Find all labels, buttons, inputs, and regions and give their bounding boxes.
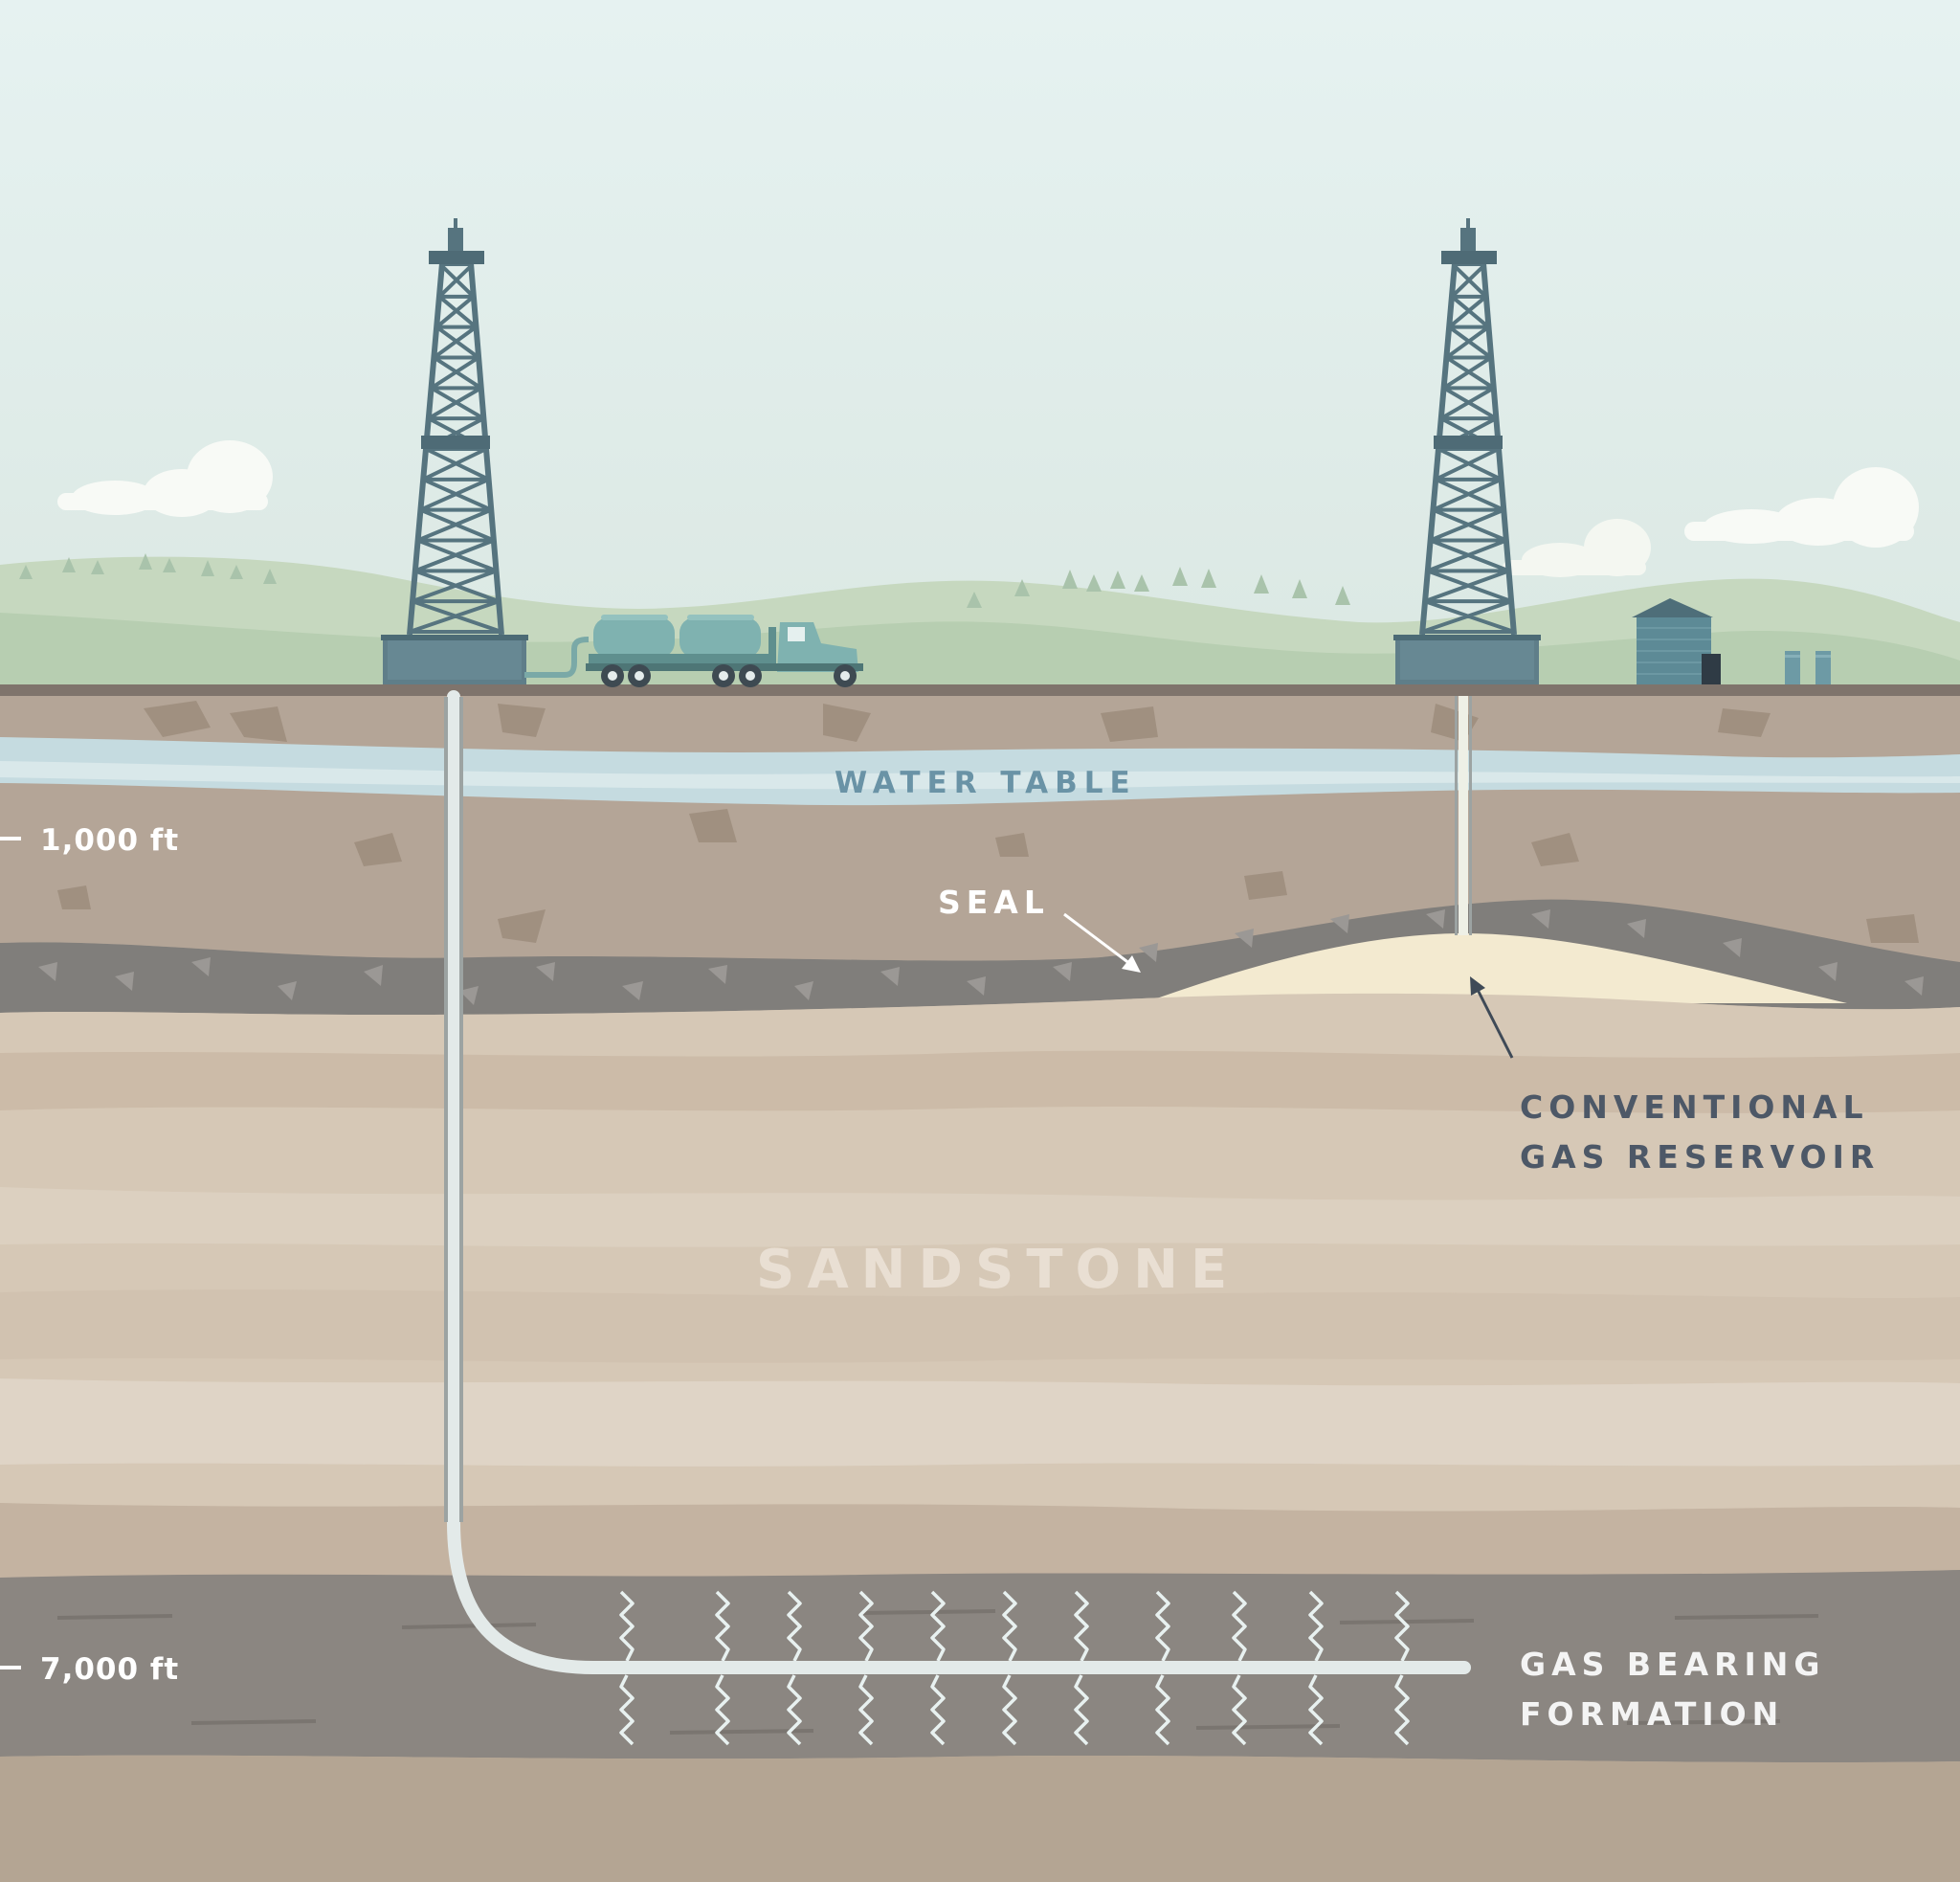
fracture-up [715,1590,730,1662]
sandstone-label: SANDSTONE [756,1239,1239,1301]
horizontal-well-pipe [447,690,1471,1674]
supply-hose [524,637,590,678]
sandstone-band-4 [0,1378,1960,1467]
tanker-truck [586,615,863,687]
ground-surface [0,684,1960,696]
gas-bearing-label-line2: FORMATION [1520,1695,1784,1733]
topsoil-speckles [57,701,1919,943]
cloud-right-top [1684,467,1919,548]
sandstone-band-5 [0,1503,1960,1580]
fracture-down [715,1674,730,1746]
fracture-down [787,1674,802,1746]
sandstone-band-2 [0,1187,1960,1247]
tree-line-left [19,553,277,584]
fracture-down [1074,1674,1089,1746]
depth-label-lower: 7,000 ft [40,1652,179,1687]
gas-bearing-label-line1: GAS BEARING [1520,1646,1826,1683]
fracture-down [930,1674,946,1746]
drilling-rig-left [381,218,528,684]
seal-arrow-head [1122,955,1141,973]
seal-arrow-line [1063,912,1135,969]
fracture-up [858,1590,874,1662]
drilling-rig-right [1393,218,1541,684]
fracture-up [619,1590,635,1662]
cloud-left [57,440,273,517]
sandstone-band-3 [0,1289,1960,1363]
fracture-down [1308,1674,1324,1746]
tree-line-right [967,567,1350,608]
bottom-layer [0,1755,1960,1882]
seal-rock-speckles [38,909,1924,1005]
barrels [1785,651,1831,684]
fracture-up [1002,1590,1017,1662]
fracture-up [930,1590,946,1662]
fracture-up [1308,1590,1324,1662]
conventional-reservoir [1144,933,1847,1003]
fracture-up [787,1590,802,1662]
water-table-label: WATER TABLE [835,766,1137,800]
fracture-lines [619,1590,1410,1746]
storage-shed [1632,598,1721,684]
fracture-up [1074,1590,1089,1662]
conventional-label-line1: CONVENTIONAL [1520,1088,1869,1126]
fracture-down [1232,1674,1247,1746]
fracture-up [1155,1590,1170,1662]
fracture-down [1155,1674,1170,1746]
fracture-down [1394,1674,1410,1746]
conventional-well-pipe [1459,696,1468,935]
fracture-down [1002,1674,1017,1746]
fracture-up [1232,1590,1247,1662]
reservoir-arrow-head [1470,976,1485,996]
fracture-up [1394,1590,1410,1662]
fracture-down [858,1674,874,1746]
reservoir-arrow-line [1474,985,1514,1059]
conventional-label-line2: GAS RESERVOIR [1520,1138,1880,1176]
depth-label-upper: 1,000 ft [40,823,179,858]
cloud-right-low [1503,519,1651,577]
sandstone-band-1 [0,1050,1960,1113]
seal-label: SEAL [938,884,1050,921]
fracture-down [619,1674,635,1746]
